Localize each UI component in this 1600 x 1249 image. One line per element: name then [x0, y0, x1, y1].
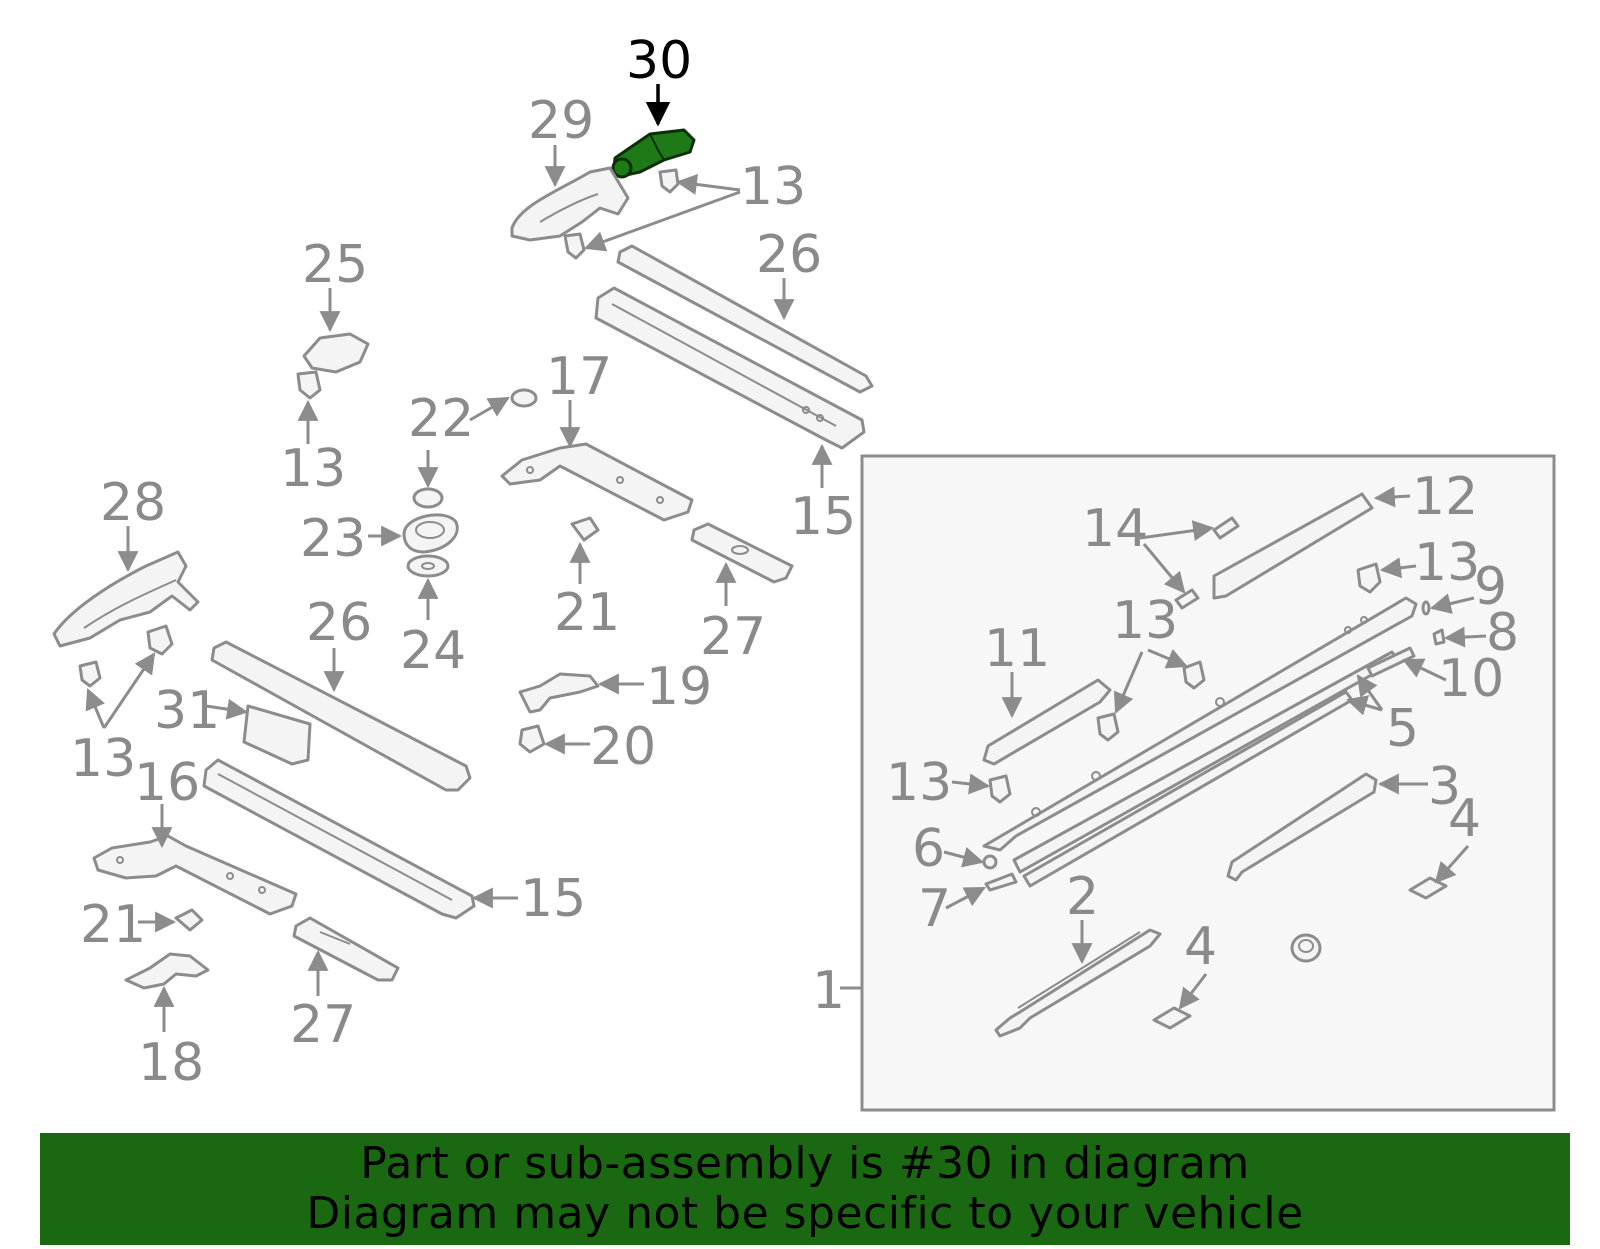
callout-27-lower: 27 [290, 995, 356, 1055]
callout-26-lower: 26 [306, 593, 372, 653]
callout-1: 1 [812, 961, 845, 1021]
callout-13-inset-left: 13 [886, 753, 952, 813]
callout-2: 2 [1066, 867, 1099, 927]
banner-line-1: Part or sub-assembly is #30 in diagram [360, 1138, 1250, 1189]
part-2 [994, 928, 1162, 1038]
banner-line-2: Diagram may not be specific to your vehi… [306, 1188, 1304, 1239]
callout-9: 9 [1474, 557, 1507, 617]
part-27-lower [292, 916, 400, 982]
callout-12: 12 [1412, 467, 1478, 527]
callout-27-upper: 27 [700, 607, 766, 667]
callout-14: 14 [1082, 499, 1148, 559]
callout-17: 17 [546, 347, 612, 407]
part-20 [518, 724, 546, 754]
callout-8: 8 [1486, 603, 1519, 663]
part-7 [984, 872, 1018, 892]
part-21-lower [174, 908, 204, 932]
callout-13-inset-center: 13 [1112, 591, 1178, 651]
clip-13-c [296, 370, 322, 400]
clip-13-b [563, 232, 586, 260]
callout-30: 30 [626, 31, 692, 91]
part-26-lower [210, 640, 472, 792]
part-29 [510, 166, 630, 242]
callout-4-right: 4 [1448, 789, 1481, 849]
part-22 [510, 388, 538, 408]
callout-13-left-top: 13 [280, 439, 346, 499]
part-14-b [1174, 588, 1200, 610]
part-24 [406, 554, 450, 578]
callout-23: 23 [300, 509, 366, 569]
roof-rail-main [982, 596, 1418, 852]
callout-13-right: 13 [1414, 533, 1480, 593]
part-14-a [1212, 516, 1240, 540]
clip-13-i [988, 774, 1012, 804]
callout-21-lower: 21 [80, 895, 146, 955]
part-19 [518, 672, 600, 714]
callout-16: 16 [134, 753, 200, 813]
part-4-lower [1152, 1006, 1192, 1030]
clip-13-a [658, 168, 680, 194]
callout-4-lower: 4 [1184, 917, 1217, 977]
part-10 [1366, 646, 1416, 678]
part-16 [92, 834, 298, 916]
callout-7: 7 [918, 879, 951, 939]
callout-31: 31 [154, 681, 220, 741]
part-11 [982, 678, 1112, 766]
part-21-upper [570, 516, 600, 542]
part-30-highlighted[interactable] [611, 128, 696, 179]
part-25 [302, 332, 370, 374]
callout-21-upper: 21 [554, 583, 620, 643]
callout-5: 5 [1386, 699, 1419, 759]
part-26-upper [616, 244, 874, 394]
callout-24: 24 [400, 621, 466, 681]
callout-26-upper: 26 [756, 225, 822, 285]
callout-10: 10 [1438, 649, 1504, 709]
part-8 [1432, 628, 1446, 646]
part-28 [52, 550, 200, 648]
callout-19: 19 [646, 657, 712, 717]
part-12 [1212, 492, 1374, 600]
callout-20: 20 [590, 717, 656, 777]
clip-13-g [1182, 660, 1206, 690]
part-18 [124, 952, 210, 990]
clip-13-d [146, 624, 174, 656]
part-6 [982, 854, 998, 870]
callout-28: 28 [100, 473, 166, 533]
callout-15-lower: 15 [520, 869, 586, 929]
part-31 [242, 704, 312, 766]
clip-13-f [1356, 562, 1382, 594]
callout-3: 3 [1428, 757, 1461, 817]
callout-29: 29 [528, 91, 594, 151]
callout-22: 22 [408, 389, 474, 449]
clip-13-h [1096, 712, 1120, 742]
callout-25: 25 [302, 235, 368, 295]
part-9 [1421, 600, 1431, 616]
part-17 [500, 442, 694, 522]
callout-11: 11 [984, 619, 1050, 679]
callout-13-top: 13 [740, 157, 806, 217]
callout-6: 6 [912, 819, 945, 879]
clip-13-e [78, 660, 102, 688]
callout-18: 18 [138, 1033, 204, 1093]
grommet [1290, 933, 1322, 963]
callout-15-upper: 15 [790, 487, 856, 547]
part-3 [1226, 772, 1378, 882]
notice-banner: Part or sub-assembly is #30 in diagram D… [40, 1133, 1570, 1245]
part-23 [402, 513, 459, 554]
callout-13-left: 13 [70, 729, 136, 789]
